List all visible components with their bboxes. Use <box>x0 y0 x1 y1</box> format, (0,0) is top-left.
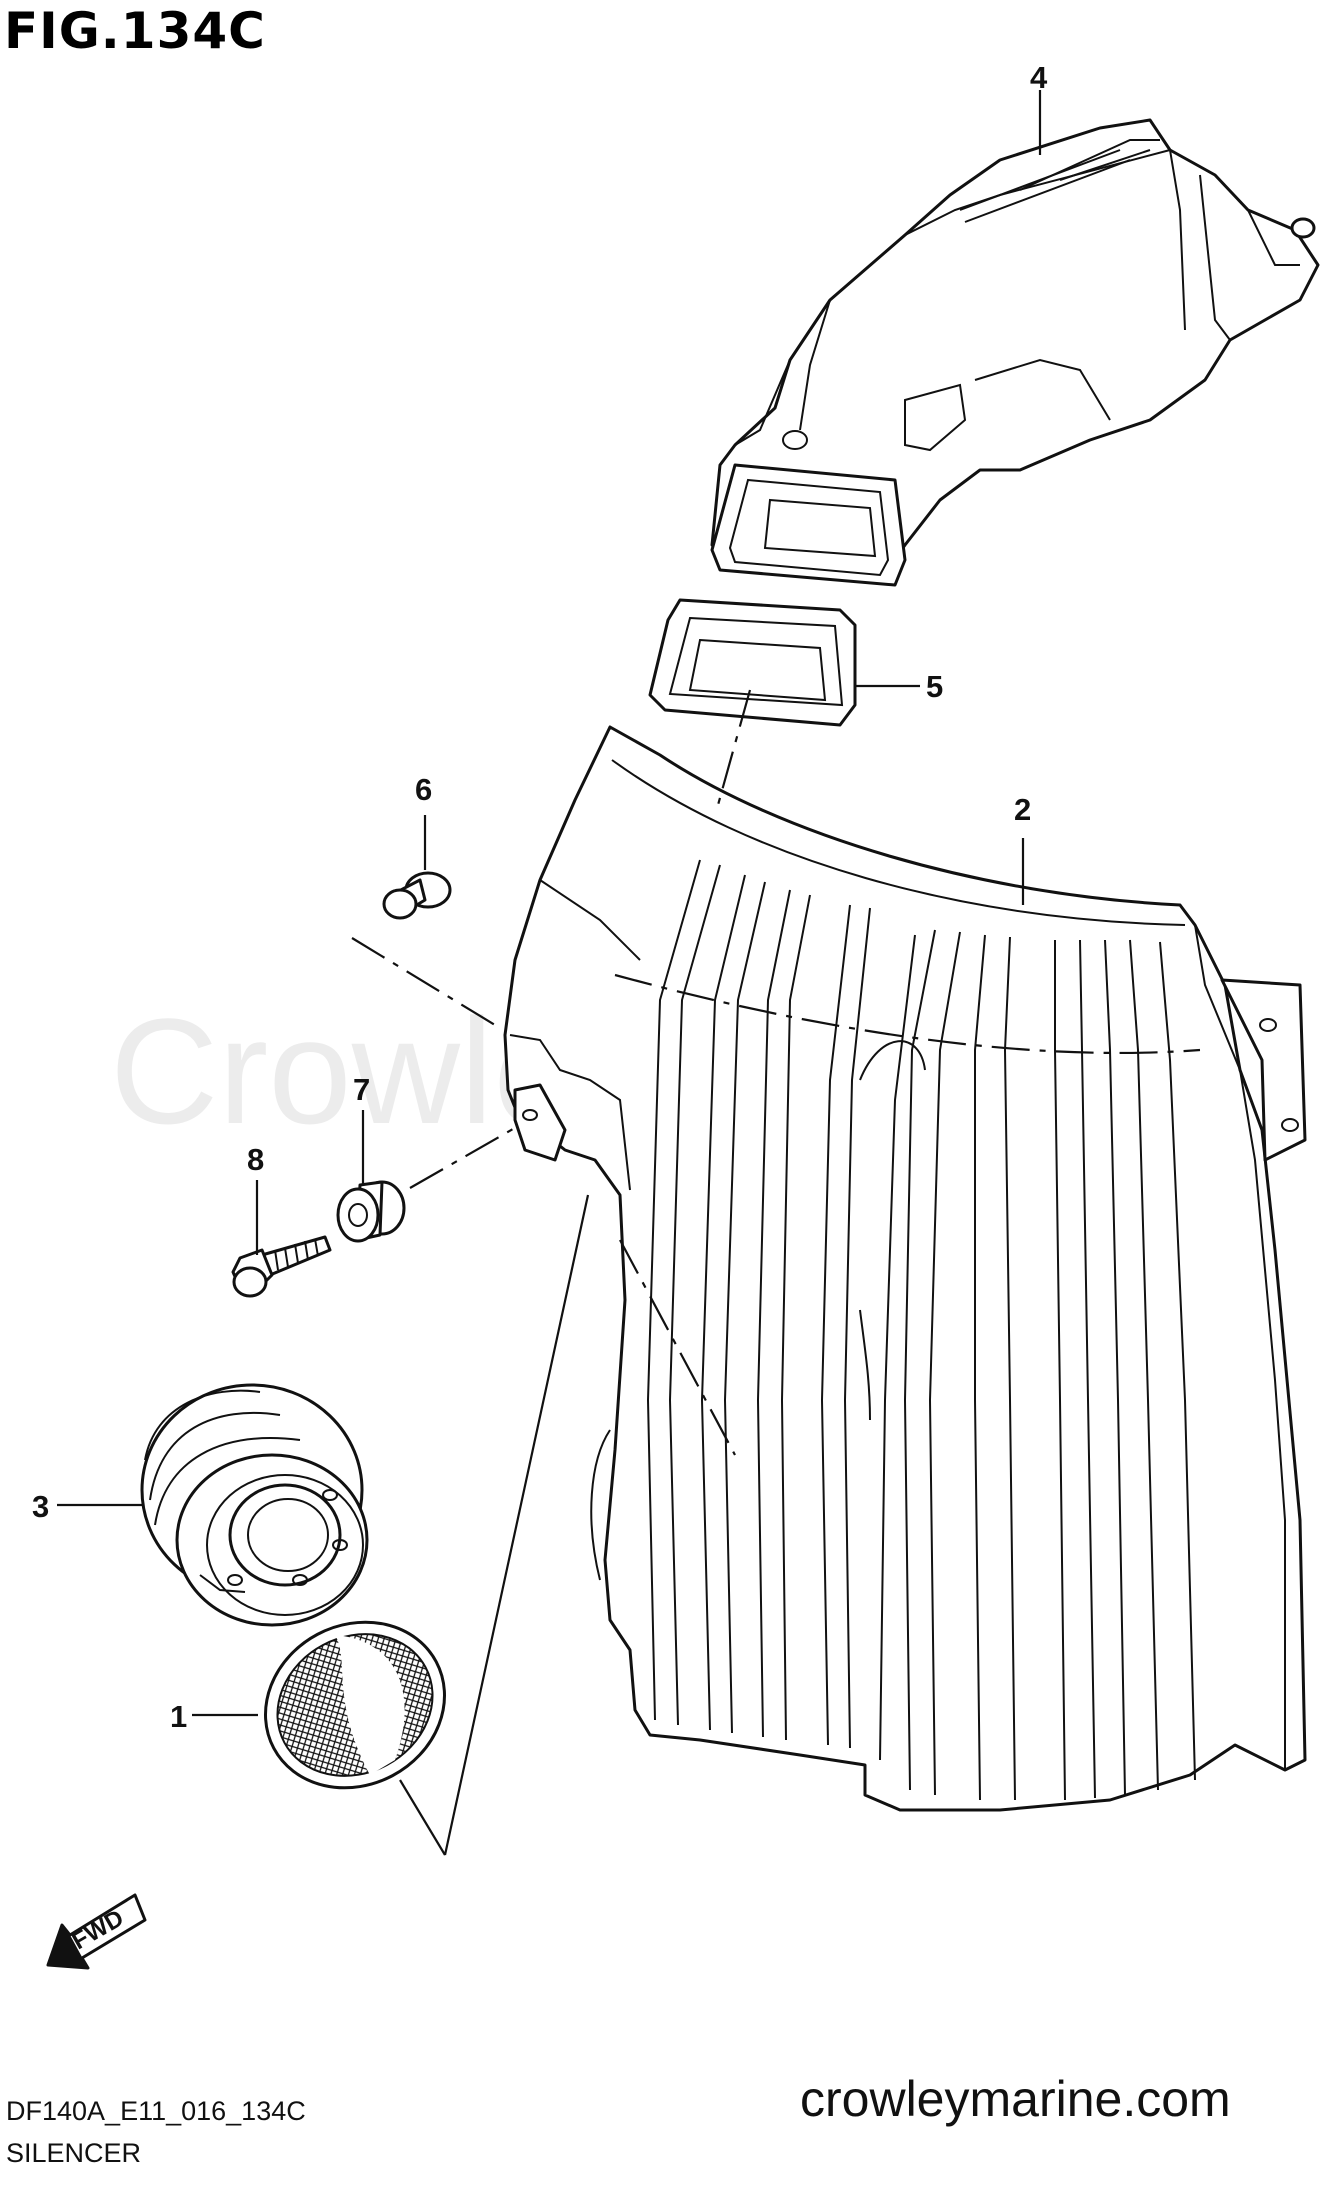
callout-7: 7 <box>353 1072 370 1107</box>
diagram-code: DF140A_E11_016_134C <box>6 2096 306 2126</box>
diagram-caption: SILENCER <box>6 2138 142 2168</box>
fwd-arrow-icon: FWD <box>46 1893 147 1970</box>
part-1-mesh-screen <box>264 1620 446 1790</box>
part-2-silencer-case <box>503 725 1307 1812</box>
part-5-seal <box>648 598 857 727</box>
callout-2: 2 <box>1014 792 1031 827</box>
callout-leaders <box>57 90 1042 1717</box>
callout-1: 1 <box>170 1699 187 1734</box>
part-4-intake-duct <box>710 118 1320 587</box>
part-6-grommet <box>382 871 452 920</box>
website-text: crowleymarine.com <box>800 2071 1231 2127</box>
callout-3: 3 <box>32 1489 49 1524</box>
callout-labels: 4 5 2 6 7 8 3 1 <box>32 60 1048 1734</box>
assembly-lines <box>351 689 752 1856</box>
figure-title: FIG.134C <box>4 2 266 60</box>
callout-5: 5 <box>926 669 943 704</box>
callout-8: 8 <box>247 1142 264 1177</box>
part-7-grommet <box>336 1180 406 1243</box>
part-8-bolt <box>231 1235 332 1298</box>
callout-4: 4 <box>1030 60 1048 95</box>
callout-6: 6 <box>415 772 432 807</box>
part-3-intake-cover <box>140 1383 369 1627</box>
